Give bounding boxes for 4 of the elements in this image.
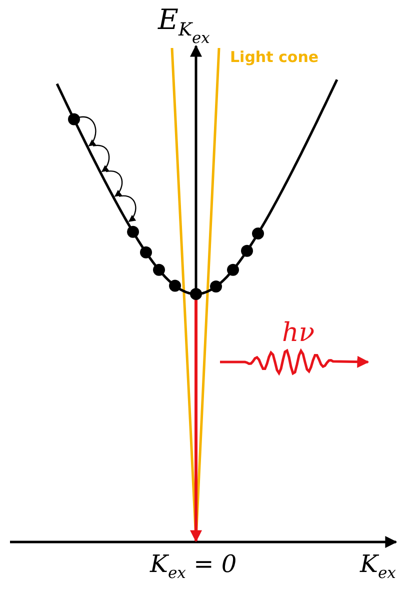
light-cone-label: Light cone xyxy=(230,50,319,65)
axis-label: K$_{ex}$ = 0 xyxy=(150,552,237,582)
axis-label: K$_{ex}$ xyxy=(360,552,396,582)
photon-label: hν xyxy=(282,320,315,346)
